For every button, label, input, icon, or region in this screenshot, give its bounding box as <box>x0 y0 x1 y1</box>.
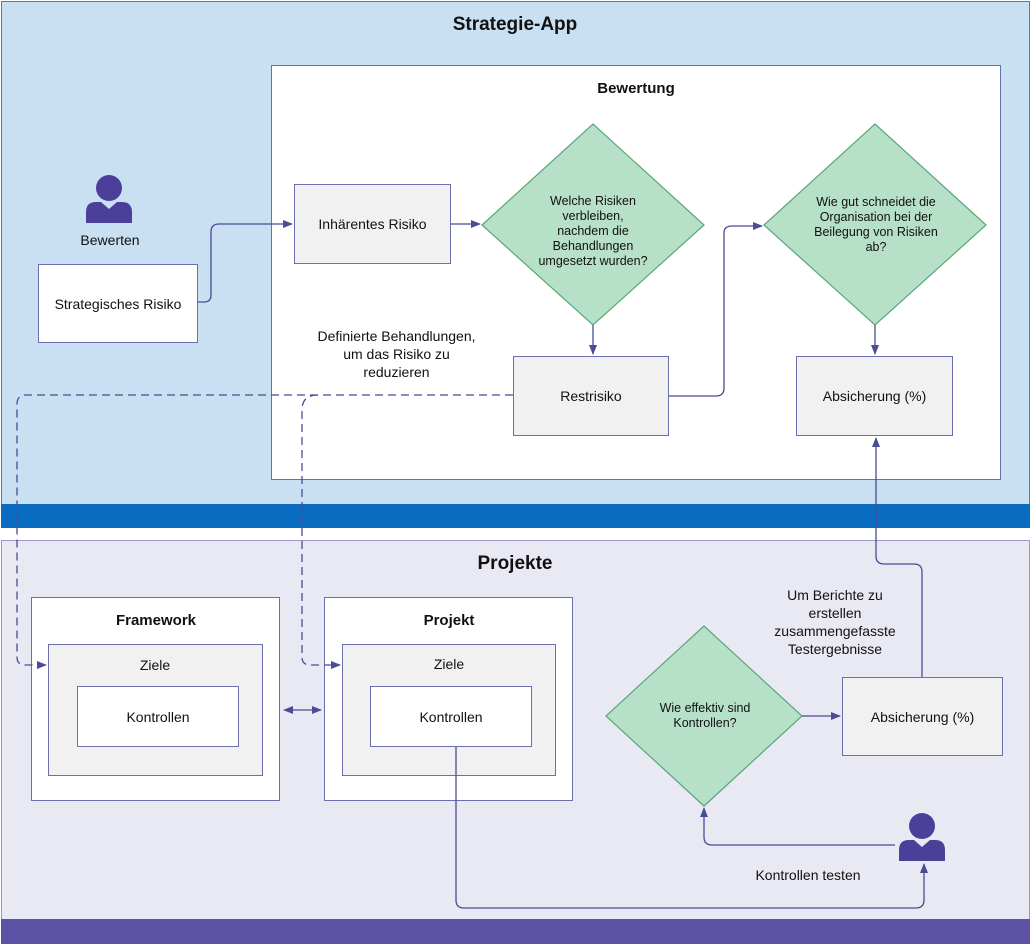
reports-note: Um Berichte zu erstellen zusammengefasst… <box>774 587 896 657</box>
framework-goals-label: Ziele <box>139 657 171 673</box>
connector-project-assurance-to-assessment-assurance <box>872 437 923 677</box>
dashed-connector-residual-to-project <box>301 394 341 669</box>
actor-test-label: Kontrollen testen <box>755 867 861 883</box>
effectiveness-decision-diamond[interactable] <box>605 625 803 807</box>
tester-person-icon <box>899 813 945 861</box>
inherent-risk-box[interactable]: Inhärentes Risiko <box>294 184 451 264</box>
connector-residual-to-org-decision <box>669 222 763 397</box>
framework-controls-box[interactable]: Kontrollen <box>77 686 239 747</box>
project-assurance-box[interactable]: Absicherung (%) <box>842 677 1003 756</box>
dashed-connector-residual-to-framework <box>16 394 513 669</box>
project-controls-box[interactable]: Kontrollen <box>370 686 532 747</box>
residual-risk-box[interactable]: Restrisiko <box>513 356 669 436</box>
residual-decision-text: Welche Risiken verbleiben, nachdem die B… <box>538 193 648 268</box>
person-icon <box>86 175 132 223</box>
connector-tester-to-effectiveness <box>700 807 895 846</box>
project-goals-label: Ziele <box>433 656 465 672</box>
actor-assess-label: Bewerten <box>80 232 140 248</box>
connector-strategic-to-inherent <box>198 220 293 303</box>
connector-controls-to-tester <box>455 747 928 909</box>
projects-title: Projekte <box>477 553 553 574</box>
effectiveness-decision-text: Wie effektiv sind Kontrollen? <box>659 701 751 730</box>
strategic-risk-box[interactable]: Strategisches Risiko <box>38 264 198 343</box>
projects-lane-bar <box>1 919 1030 944</box>
assessment-title: Bewertung <box>597 80 675 97</box>
framework-title: Framework <box>115 612 197 629</box>
assessment-assurance-box[interactable]: Absicherung (%) <box>796 356 953 436</box>
strategy-app-title: Strategie-App <box>452 14 578 35</box>
strategy-app-lane-bar <box>1 504 1030 528</box>
org-decision-text: Wie gut schneidet die Organisation bei d… <box>814 195 938 254</box>
project-title: Projekt <box>423 612 475 629</box>
treatments-note: Definierte Behandlungen, um das Risiko z… <box>317 328 476 380</box>
